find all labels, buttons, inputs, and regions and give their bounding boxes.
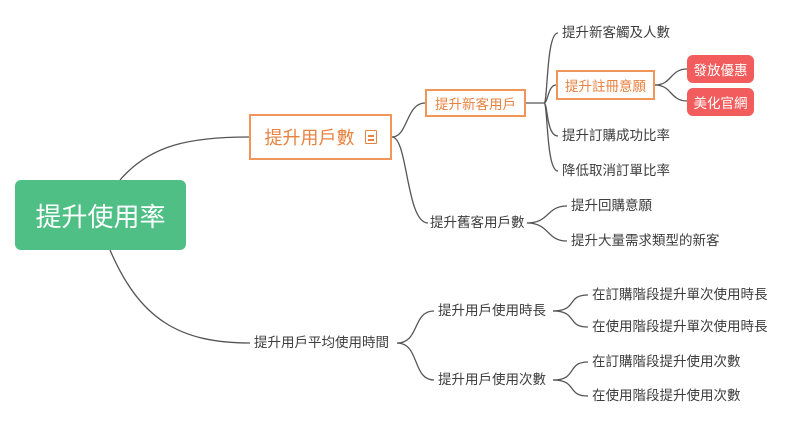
new-users-item-order-success[interactable]: 提升訂購成功比率 <box>562 128 670 144</box>
count-item-order[interactable]: 在訂購階段提升使用次數 <box>592 354 741 370</box>
old-users-item-bulk[interactable]: 提升大量需求類型的新客 <box>571 233 720 249</box>
give-coupon-node[interactable]: 發放優惠 <box>687 55 754 83</box>
duration-item-use[interactable]: 在使用階段提升單次使用時長 <box>592 319 768 335</box>
old-users-item-rebuy[interactable]: 提升回購意願 <box>571 198 652 214</box>
beautify-site-node[interactable]: 美化官網 <box>687 88 754 116</box>
old-users-node[interactable]: 提升舊客用戶數 <box>430 215 525 231</box>
new-users-label: 提升新客用戶 <box>435 97 516 113</box>
new-users-item-cancel-rate[interactable]: 降低取消訂單比率 <box>562 163 670 179</box>
give-coupon-label: 發放優惠 <box>693 63 748 79</box>
register-intent-label: 提升註冊意願 <box>565 79 646 95</box>
new-users-item-reach[interactable]: 提升新客觸及人數 <box>562 25 670 41</box>
count-node[interactable]: 提升用戶使用次數 <box>438 372 546 388</box>
duration-item-order[interactable]: 在訂購階段提升單次使用時長 <box>592 287 768 303</box>
document-icon[interactable] <box>364 130 377 144</box>
root-label: 提升使用率 <box>35 202 166 233</box>
branch-users-label: 提升用戶數 <box>264 128 355 149</box>
branch-users-node[interactable]: 提升用戶數 <box>249 114 392 160</box>
root-node[interactable]: 提升使用率 <box>15 180 186 250</box>
new-users-node[interactable]: 提升新客用戶 <box>425 89 526 117</box>
duration-node[interactable]: 提升用戶使用時長 <box>438 303 546 319</box>
beautify-site-label: 美化官網 <box>693 96 748 112</box>
count-item-use[interactable]: 在使用階段提升使用次數 <box>592 388 741 404</box>
branch-time-node[interactable]: 提升用戶平均使用時間 <box>254 335 389 351</box>
register-intent-node[interactable]: 提升註冊意願 <box>556 70 655 100</box>
